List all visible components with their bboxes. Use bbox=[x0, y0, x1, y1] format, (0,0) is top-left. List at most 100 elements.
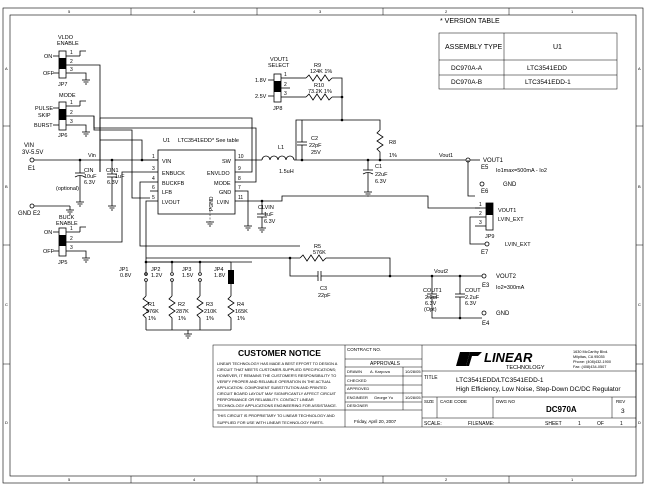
frame-col-marker: 5 bbox=[68, 477, 71, 482]
pin-number: 1 bbox=[70, 100, 73, 106]
jp9-vout1-label: VOUT1 bbox=[498, 208, 516, 214]
u1-pgnd-label: PGND bbox=[209, 196, 215, 211]
jp3-ref: JP3 bbox=[182, 267, 191, 273]
jp6-opt-label: SKIP bbox=[38, 113, 51, 119]
frame-col-marker: 2 bbox=[445, 9, 448, 14]
e4-label: E4 bbox=[482, 321, 490, 327]
u1-pin-name: BUCKFB bbox=[162, 181, 185, 187]
cout-ref: COUT bbox=[465, 288, 481, 294]
capacitor-clvin: CLVIN 1uF 6.3V bbox=[257, 199, 276, 233]
r2-tol: 1% bbox=[178, 316, 186, 322]
notice-line: PERFORMANCE OR RELIABILITY. CONTACT LINE… bbox=[217, 397, 314, 402]
inductor-l1: L1 1.5uH bbox=[261, 145, 295, 175]
u1-pin-name: SW bbox=[222, 159, 232, 165]
r9-value: 124K 1% bbox=[310, 69, 332, 75]
jp7-title: ENABLE bbox=[57, 41, 79, 47]
c1-voltage: 6.3V bbox=[375, 179, 387, 185]
r3-ref: R3 bbox=[206, 302, 213, 308]
u1-pin-name: GND bbox=[219, 190, 231, 196]
u1-pin-name: MODE bbox=[214, 181, 231, 187]
jp6-opt-label: BURST bbox=[34, 123, 53, 129]
jp8-ref: JP8 bbox=[273, 106, 282, 112]
sheet-label: SHEET bbox=[545, 421, 562, 427]
u1-pin-number: 1 bbox=[152, 154, 155, 160]
frame-row-marker: D bbox=[638, 420, 641, 425]
vin-label: VIN bbox=[24, 143, 34, 149]
jp8-v1: 1.8V bbox=[255, 78, 267, 84]
version-table-cell: LTC3541EDD-1 bbox=[525, 79, 571, 86]
frame-col-marker: 4 bbox=[193, 9, 196, 14]
r3-value: 210K bbox=[204, 309, 217, 315]
jp6-opt-label: PULSE bbox=[35, 106, 53, 112]
pin-number: 2 bbox=[70, 59, 73, 65]
e6-label: E6 bbox=[481, 189, 489, 195]
clvin-voltage: 6.3V bbox=[264, 219, 276, 225]
e1-label: E1 bbox=[28, 166, 36, 172]
r1-tol: 1% bbox=[148, 316, 156, 322]
u1-pin-name: LVIN bbox=[217, 200, 229, 206]
frame-row-marker: B bbox=[5, 184, 8, 189]
print-date: Friday, April 20, 2007 bbox=[354, 419, 397, 424]
frame-col-marker: 5 bbox=[68, 9, 71, 14]
cin1-voltage: 6.3V bbox=[107, 180, 119, 186]
e5-label: E5 bbox=[481, 165, 489, 171]
cin-voltage: 6.3V bbox=[84, 180, 96, 186]
jp8-title: SELECT bbox=[268, 63, 290, 69]
u1-pin-number: 4 bbox=[152, 176, 155, 182]
r4-tol: 1% bbox=[237, 316, 245, 322]
r2-value: 287K bbox=[176, 309, 189, 315]
jp4-value: 1.8V bbox=[214, 273, 226, 279]
r1-ref: R1 bbox=[148, 302, 155, 308]
version-table-title: * VERSION TABLE bbox=[440, 18, 500, 25]
e3-label: E3 bbox=[482, 283, 490, 289]
r5-ref: R5 bbox=[314, 244, 321, 250]
jp6-title: MODE bbox=[59, 93, 76, 99]
jp5-off-label: OFF bbox=[43, 249, 55, 255]
u1-pin-number: 7 bbox=[238, 185, 241, 191]
approvals-heading: APPROVALS bbox=[370, 361, 401, 367]
r4-value: 165K bbox=[235, 309, 248, 315]
r9-ref: R9 bbox=[314, 63, 321, 69]
cin-value: 10uF bbox=[84, 174, 97, 180]
dwg-no: DC970A bbox=[546, 405, 577, 414]
c1-ref: C1 bbox=[375, 164, 382, 170]
version-table-header: ASSEMBLY TYPE bbox=[445, 44, 503, 51]
frame-col-marker: 3 bbox=[319, 9, 322, 14]
frame-row-marker: A bbox=[638, 66, 641, 71]
u1-pin-name: ENVLDO bbox=[207, 171, 230, 177]
jp7-on-label: ON bbox=[44, 54, 52, 60]
sheet-total: 1 bbox=[620, 421, 623, 427]
notice-line: CIRCUIT THAT MEETS CUSTOMER-SUPPLIED SPE… bbox=[217, 367, 336, 372]
gnd-e4-label: GND bbox=[496, 311, 510, 317]
notice-line: HOWEVER, IT REMAINS THE CUSTOMER'S RESPO… bbox=[217, 373, 336, 378]
notice-line: VERIFY PROPER AND RELIABLE OPERATION IN … bbox=[217, 379, 332, 384]
jp7-off-label: OFF bbox=[43, 71, 55, 77]
cout1-ref: COUT1 bbox=[423, 288, 442, 294]
c2-voltage: 25V bbox=[311, 150, 321, 156]
version-table-cell: DC970A-A bbox=[451, 65, 483, 72]
company-address: Milpitas, CA 95035 bbox=[573, 355, 605, 359]
u1-pin-number: 11 bbox=[238, 195, 243, 201]
capacitor-c1: C1 22uF 6.3V bbox=[362, 158, 388, 197]
contract-no-label: CONTRACT NO. bbox=[347, 347, 381, 352]
jp9-lvin-ext: LVIN_EXT bbox=[505, 242, 531, 248]
company-address: Fax: (408)434-0507 bbox=[573, 365, 606, 369]
u1-pin-number: 5 bbox=[152, 195, 155, 201]
frame-row-marker: B bbox=[638, 184, 641, 189]
jumper-jp3: JP3 1.5V bbox=[182, 260, 202, 296]
c3-ref: C3 bbox=[320, 286, 327, 292]
vin-input: VIN 3V-5.5V E1 Vin GND E2 bbox=[18, 143, 158, 217]
jumper-jp6: MODE 1 2 3 PULSE SKIP BURST JP6 bbox=[34, 93, 150, 199]
version-table-header: U1 bbox=[553, 44, 562, 51]
jp8-title: VOUT1 bbox=[270, 57, 288, 63]
resistor-r8: R8 1% bbox=[376, 129, 397, 160]
vin-net-label: Vin bbox=[88, 153, 96, 159]
jp2-ref: JP2 bbox=[151, 267, 160, 273]
jp5-title: ENABLE bbox=[56, 221, 78, 227]
company-address: 1630 McCarthy Blvd. bbox=[573, 350, 608, 354]
jp5-title: BUCK bbox=[59, 215, 75, 221]
company-address: Phone: (408)432-1900 bbox=[573, 360, 611, 364]
r8-value: 1% bbox=[389, 153, 397, 159]
r8-ref: R8 bbox=[389, 140, 396, 146]
